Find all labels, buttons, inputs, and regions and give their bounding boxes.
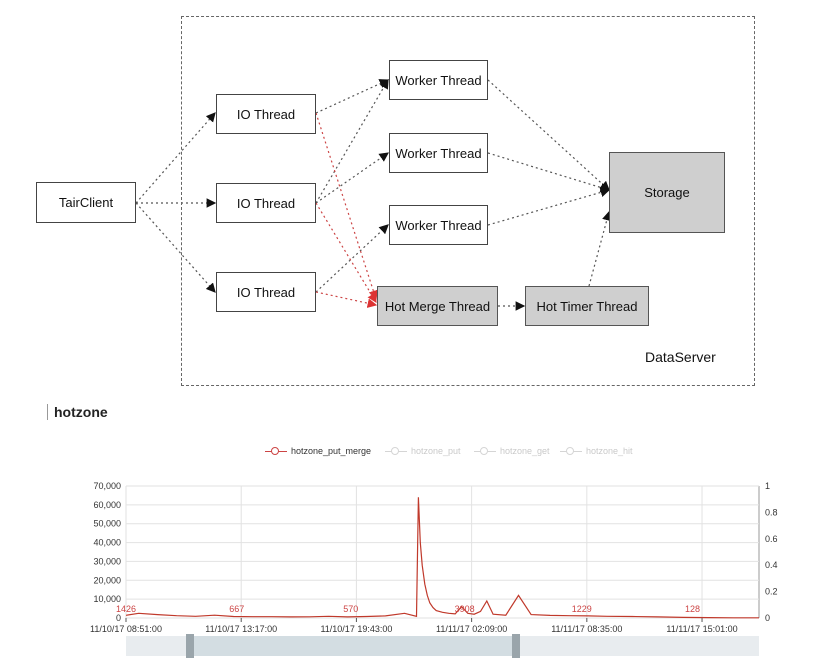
legend-item-put-merge[interactable]: hotzone_put_merge [265, 446, 371, 456]
io-thread-node-3: IO Thread [216, 272, 316, 312]
io-thread-node-1: IO Thread [216, 94, 316, 134]
x-axis: 11/10/17 08:51:00 11/10/17 13:17:00 11/10/… [90, 624, 738, 634]
legend-label: hotzone_put_merge [291, 446, 372, 456]
legend-label: hotzone_put [411, 446, 461, 456]
zoom-slider-window[interactable] [190, 636, 516, 656]
annotations-layer: 1426 667 570 3908 1229 128 [116, 604, 700, 614]
legend-item-get[interactable]: hotzone_get [474, 446, 550, 456]
worker-thread-node-1: Worker Thread [389, 60, 488, 100]
architecture-diagram: DataServer TairClient IO Thread IO Threa… [36, 16, 755, 386]
x-tick-label: 11/10/17 13:17:00 [205, 624, 277, 634]
right-tick-label: 0.2 [765, 587, 778, 597]
value-annotation: 570 [343, 604, 358, 614]
value-annotation: 667 [229, 604, 244, 614]
x-tick-label: 11/11/17 02:09:00 [436, 624, 507, 634]
value-annotation: 1229 [572, 604, 592, 614]
right-tick-label: 0 [765, 613, 770, 623]
left-tick-label: 20,000 [93, 575, 121, 585]
io-thread-node-2: IO Thread [216, 183, 316, 223]
x-tick-label: 11/11/17 08:35:00 [551, 624, 622, 634]
legend-label: hotzone_get [500, 446, 550, 456]
hot-merge-thread-node: Hot Merge Thread [377, 286, 498, 326]
right-tick-label: 1 [765, 481, 770, 491]
right-tick-label: 0.6 [765, 534, 778, 544]
value-annotation: 1426 [116, 604, 136, 614]
value-annotation: 3908 [455, 604, 475, 614]
legend-marker-icon [385, 446, 407, 456]
legend-marker-icon [560, 446, 582, 456]
left-tick-label: 30,000 [93, 556, 121, 566]
legend-item-put[interactable]: hotzone_put [385, 446, 461, 456]
worker-thread-node-2: Worker Thread [389, 133, 488, 173]
x-tick-label: 11/10/17 19:43:00 [320, 624, 392, 634]
hot-timer-thread-node: Hot Timer Thread [525, 286, 649, 326]
left-tick-label: 40,000 [93, 538, 121, 548]
worker-thread-node-3: Worker Thread [389, 205, 488, 245]
right-tick-label: 0.8 [765, 507, 778, 517]
legend-item-hit[interactable]: hotzone_hit [560, 446, 633, 456]
hotzone-chart: 0 10,000 20,000 30,000 40,000 50,000 60,000 70,… [90, 481, 778, 634]
x-tick-label: 11/11/17 15:01:00 [666, 624, 737, 634]
left-tick-label: 0 [116, 613, 121, 623]
section-title: hotzone [47, 404, 108, 420]
value-annotation: 128 [685, 604, 700, 614]
x-tick-label: 11/10/17 08:51:00 [90, 624, 162, 634]
storage-node: Storage [609, 152, 725, 233]
left-tick-label: 50,000 [93, 519, 121, 529]
dataserver-frame [181, 16, 755, 386]
left-axis: 0 10,000 20,000 30,000 40,000 50,000 60,000 70,… [93, 481, 121, 623]
right-axis: 0 0.2 0.4 0.6 0.8 1 [765, 481, 778, 623]
left-tick-label: 70,000 [93, 481, 121, 491]
tairclient-node: TairClient [36, 182, 136, 223]
legend-marker-icon [265, 446, 287, 456]
left-tick-label: 10,000 [93, 594, 121, 604]
series-layer [125, 497, 759, 619]
zoom-slider-right-handle[interactable] [512, 634, 520, 658]
right-tick-label: 0.4 [765, 560, 778, 570]
series-line-hotzone_put_merge [125, 497, 759, 619]
legend-marker-icon [474, 446, 496, 456]
legend-label: hotzone_hit [586, 446, 633, 456]
left-tick-label: 60,000 [93, 500, 121, 510]
zoom-slider-left-handle[interactable] [186, 634, 194, 658]
dataserver-label: DataServer [645, 349, 716, 365]
diagram-connectors [135, 78, 612, 311]
chart-grid [125, 485, 760, 622]
